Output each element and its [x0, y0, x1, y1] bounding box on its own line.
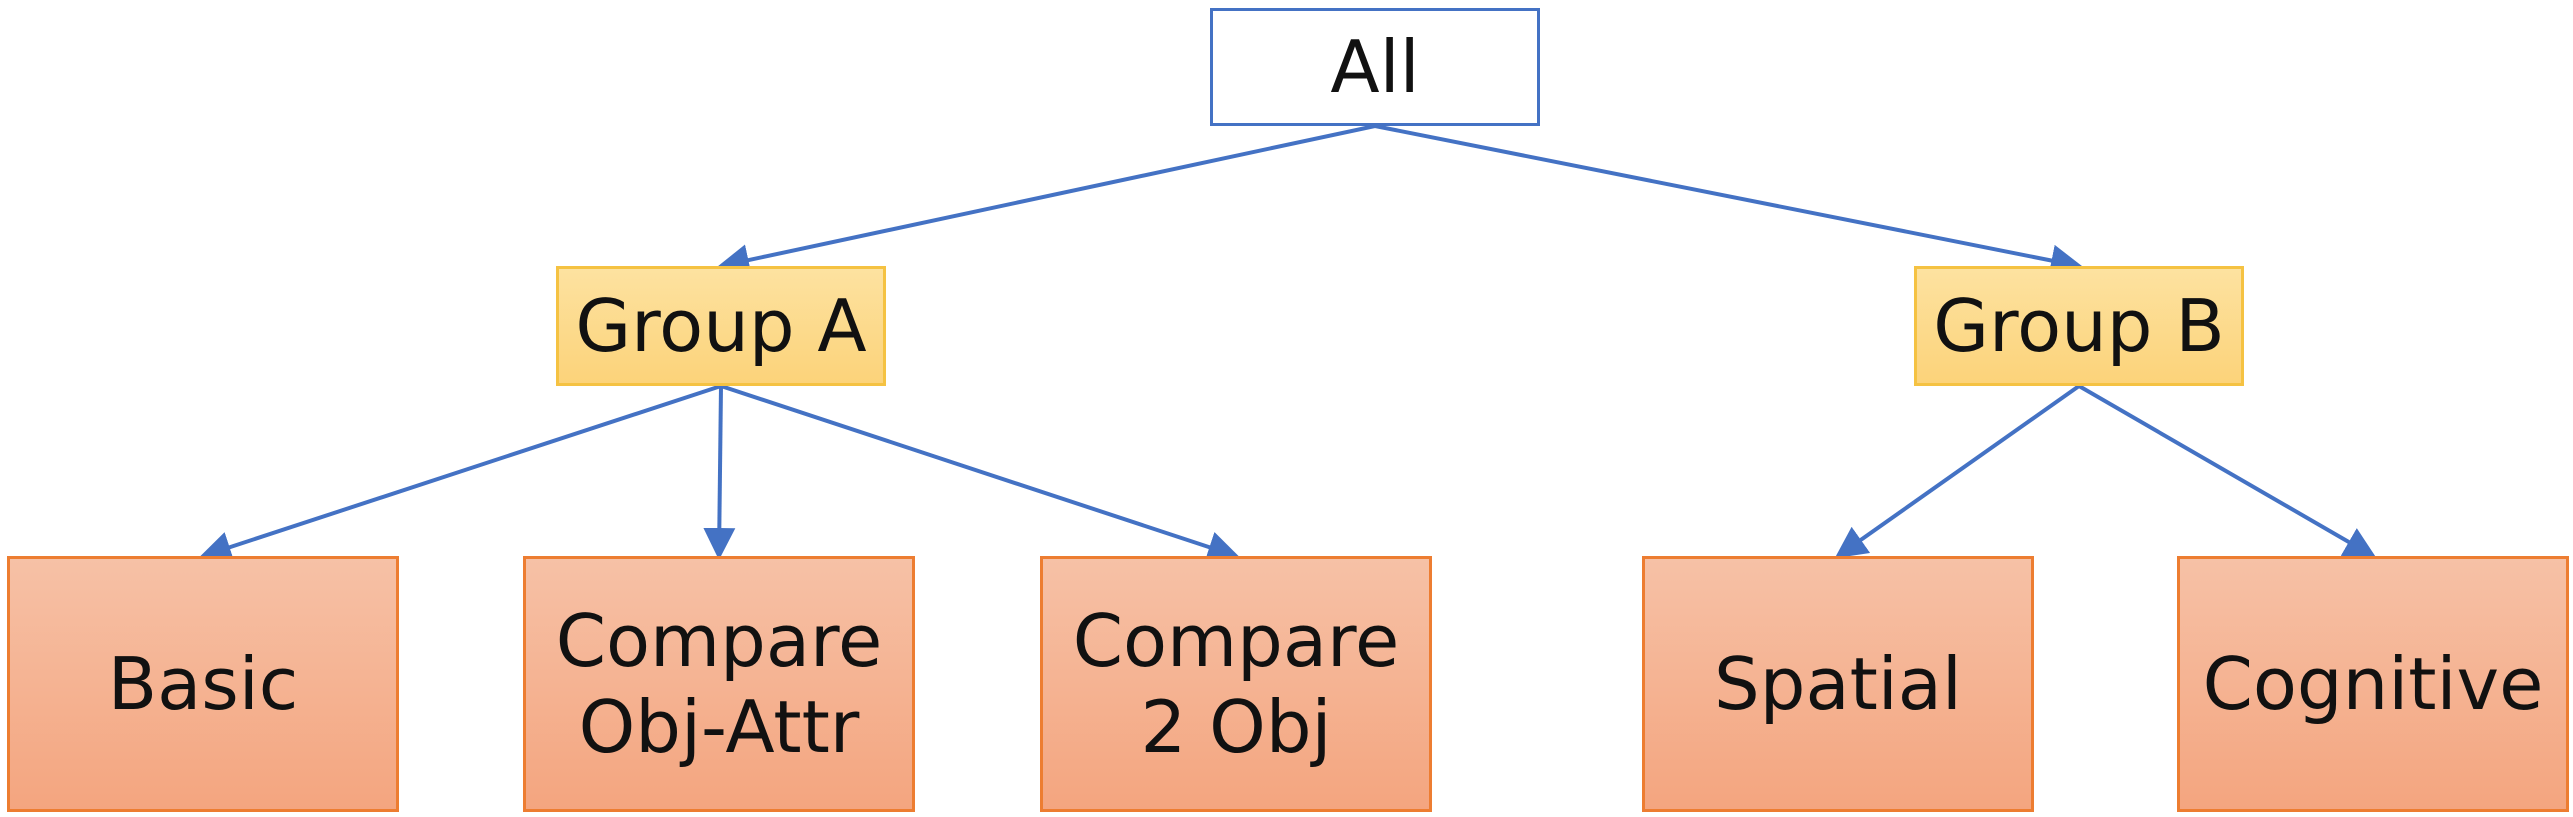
- edge-group-a-to-compare-obj-attr: [703, 385, 736, 560]
- node-compare-obj-attr: Compare Obj-Attr: [523, 556, 915, 812]
- node-group-b-label: Group B: [1933, 283, 2225, 368]
- edge-group-b-to-cognitive: [2077, 384, 2377, 559]
- edge-group-a-to-compare-2-obj: [720, 384, 1240, 563]
- edge-group-b-to-spatial: [1834, 384, 2081, 559]
- edge-all-to-group-a: [717, 124, 1376, 276]
- node-cognitive: Cognitive: [2177, 556, 2569, 812]
- node-cognitive-label: Cognitive: [2202, 641, 2544, 726]
- edge-all-to-group-b: [1374, 124, 2083, 277]
- node-compare-2-obj: Compare 2 Obj: [1040, 556, 1432, 812]
- node-all-label: All: [1330, 24, 1420, 109]
- node-compare-obj-attr-label: Compare Obj-Attr: [555, 598, 883, 769]
- node-basic: Basic: [7, 556, 399, 812]
- node-group-a-label: Group A: [575, 283, 867, 368]
- node-all: All: [1210, 8, 1540, 126]
- node-spatial-label: Spatial: [1714, 641, 1962, 726]
- node-compare-2-obj-label: Compare 2 Obj: [1072, 598, 1400, 769]
- node-spatial: Spatial: [1642, 556, 2034, 812]
- node-group-a: Group A: [556, 266, 886, 386]
- node-group-b: Group B: [1914, 266, 2244, 386]
- edge-group-a-to-basic: [199, 384, 722, 563]
- node-basic-label: Basic: [107, 641, 299, 726]
